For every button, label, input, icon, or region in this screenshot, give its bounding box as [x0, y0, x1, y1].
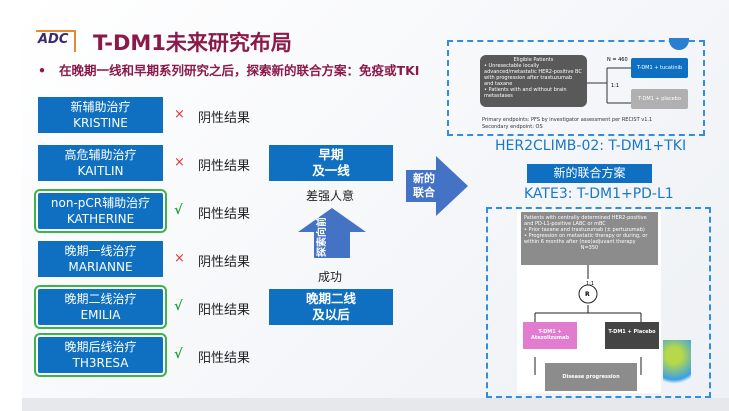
- her2climb-secondary: Secondary endpoint: OS: [482, 124, 543, 130]
- check-icon: √: [174, 203, 183, 218]
- her2climb-frame: [447, 40, 705, 136]
- success-label: 成功: [318, 270, 343, 284]
- protein-structure-image: [663, 340, 691, 392]
- trial-name: MARIANNE: [68, 260, 133, 274]
- kate3-end: Disease progression: [545, 363, 637, 391]
- trial-setting: 高危辅助治疗: [64, 148, 137, 162]
- check-icon: √: [174, 299, 183, 314]
- trial-setting: 新辅助治疗: [70, 100, 131, 114]
- trial-box: 晚期二线治疗 EMILIA: [34, 285, 167, 329]
- adc-logo: ADC: [36, 30, 76, 52]
- her2climb-arm1: T-DM1 + tucatinib: [631, 58, 688, 78]
- eligible-box: Eligible Patients • Unresectable locally…: [480, 55, 587, 107]
- late-l1: 晚期二线: [305, 291, 356, 306]
- her2climb-lines: [587, 67, 632, 104]
- kate3-frame: [486, 207, 711, 398]
- trial-result: 阳性结果: [198, 303, 251, 318]
- trial-result: 阴性结果: [198, 255, 251, 270]
- trial-name: KRISTINE: [73, 116, 128, 130]
- trial-name: KATHERINE: [66, 212, 135, 226]
- her2climb-primary: Primary endpoints: PFS by investigator a…: [482, 117, 653, 123]
- her2climb-n: N = 460: [607, 57, 628, 63]
- early-l2: 及一线: [312, 163, 350, 178]
- trial-name: TH3RESA: [72, 356, 129, 370]
- kate3-r: R: [585, 291, 590, 298]
- her2climb-ratio: 1:1: [611, 83, 620, 89]
- right-arrow-l2: 联合: [413, 186, 435, 199]
- subtitle-bullet: • 在晚期一线和早期系列研究之后，探索新的联合方案：免疫或TKI: [38, 63, 420, 78]
- late-box: 晚期二线及以后: [269, 289, 393, 325]
- kate3-p2: • Progression on metastatic therapy or d…: [524, 233, 648, 245]
- page-title: T-DM1未来研究布局: [93, 31, 292, 55]
- right-arrow-l1: 新的: [413, 172, 435, 185]
- seal-icon: [669, 38, 689, 50]
- cross-icon: ×: [174, 107, 185, 122]
- early-box: 早期及一线: [269, 145, 393, 181]
- trial-setting: non-pCR辅助治疗: [50, 196, 151, 210]
- trial-name: EMILIA: [80, 308, 121, 322]
- trial-box: non-pCR辅助治疗 KATHERINE: [34, 189, 167, 233]
- kate3-ratio: 1:1: [586, 281, 595, 287]
- her2climb-arm2: T-DM1 + placebo: [631, 89, 688, 109]
- kate3-arm1: T-DM1 + Atezolizumab: [523, 322, 577, 349]
- new-combo-box: 新的联合方案: [527, 164, 652, 183]
- trial-box: 高危辅助治疗 KAITLIN: [38, 145, 163, 181]
- trial-box: 晚期后线治疗 TH3RESA: [34, 333, 167, 377]
- kate3-lines: [534, 265, 642, 375]
- trial-result: 阴性结果: [198, 159, 251, 174]
- right-arrow-icon: [406, 156, 468, 216]
- kate3-title: KATE3: T-DM1+PD-L1: [524, 186, 674, 202]
- eligible-2: • Patients with and without brain metast…: [484, 87, 567, 99]
- trial-box: 晚期一线治疗 MARIANNE: [38, 241, 163, 277]
- late-l2: 及以后: [312, 307, 350, 322]
- trial-setting: 晚期一线治疗: [64, 244, 137, 258]
- right-arrow-label: 新的联合: [413, 172, 435, 200]
- cross-icon: ×: [174, 251, 185, 266]
- eligible-title: Eligible Patients: [513, 57, 554, 63]
- trial-setting: 晚期二线治疗: [64, 292, 137, 306]
- kate3-n: N=350: [580, 245, 599, 251]
- trial-box: 新辅助治疗 KRISTINE: [38, 97, 163, 133]
- early-l1: 早期: [318, 147, 344, 162]
- up-arrow-label: 探索向前: [317, 217, 328, 257]
- up-arrow-icon: [298, 208, 366, 258]
- early-note: 差强人意: [306, 189, 355, 203]
- trial-result: 阴性结果: [198, 111, 251, 126]
- trial-name: KAITLIN: [77, 164, 124, 178]
- eligible-1: • Unresectable locally advanced/metastat…: [484, 63, 582, 87]
- check-icon: √: [174, 347, 183, 362]
- trial-result: 阳性结果: [198, 351, 251, 366]
- kate3-patients-box: Patients with centrally determined HER2-…: [521, 212, 658, 265]
- trial-result: 阳性结果: [198, 207, 251, 222]
- kate3-patients: Patients with centrally determined HER2-…: [524, 215, 647, 227]
- kate3-p1: • Prior taxane and trastuzumab (± pertuz…: [524, 227, 645, 233]
- cross-icon: ×: [174, 155, 185, 170]
- footer-band: [22, 398, 729, 411]
- her2climb-title: HER2CLIMB-02: T-DM1+TKI: [495, 138, 687, 154]
- kate3-arm2: T-DM1 + Placebo: [605, 322, 659, 349]
- subtitle-text: 在晚期一线和早期系列研究之后，探索新的联合方案：免疫或TKI: [59, 63, 420, 78]
- trial-setting: 晚期后线治疗: [64, 340, 137, 354]
